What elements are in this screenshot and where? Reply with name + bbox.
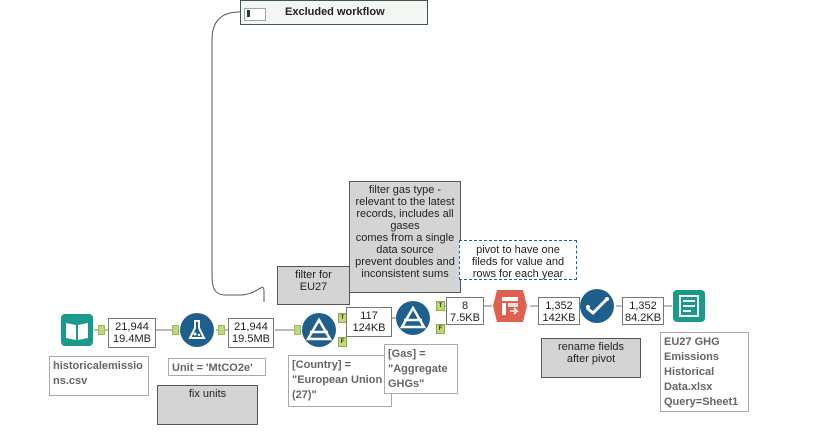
comment-filter-gas[interactable]: filter gas type - relevant to the latest…: [349, 181, 461, 293]
transpose-tool[interactable]: [493, 289, 527, 323]
container-collapse-handle[interactable]: [244, 8, 266, 21]
filter2-false-anchor[interactable]: F: [436, 324, 445, 334]
input-tool-annotation: historicalemissions.csv: [49, 356, 149, 396]
filter2-true-anchor[interactable]: T: [436, 301, 445, 311]
formula-input-anchor[interactable]: [172, 325, 179, 335]
formula-output-anchor[interactable]: [218, 325, 225, 335]
flask-icon: [188, 320, 206, 339]
filter-gas-tool[interactable]: [396, 301, 430, 335]
filter-country-tool[interactable]: [302, 313, 336, 347]
comment-fix-units[interactable]: fix units: [157, 385, 258, 425]
input-output-anchor[interactable]: [98, 325, 105, 335]
select-tool[interactable]: [580, 289, 614, 323]
checkmark-icon: [586, 297, 609, 316]
comment-filter-eu27[interactable]: filter for EU27: [277, 266, 350, 305]
formula-tool[interactable]: [180, 313, 214, 347]
filter-triangle-icon: [399, 305, 427, 329]
book-icon: [61, 314, 93, 346]
filter1-false-anchor[interactable]: F: [338, 337, 347, 347]
container-title: Excluded workflow: [285, 6, 385, 18]
filter-triangle-icon: [305, 317, 333, 341]
comment-rename[interactable]: rename fields after pivot: [541, 338, 641, 378]
filter2-tool-annotation: [Gas] = "Aggregate GHGs": [384, 344, 458, 394]
output-data-tool[interactable]: [672, 289, 706, 323]
comment-pivot[interactable]: pivot to have one fileds for value and r…: [459, 240, 577, 280]
filter1-input-anchor[interactable]: [294, 325, 301, 335]
output-document-icon: [673, 290, 705, 322]
filter1-tool-annotation: [Country] = "European Union (27)": [288, 355, 392, 407]
input-data-tool[interactable]: [60, 313, 94, 347]
transpose-icon: [493, 290, 527, 322]
excluded-workflow-container[interactable]: Excluded workflow: [240, 0, 428, 25]
output-tool-annotation: EU27 GHG Emissions Historical Data.xlsx …: [660, 332, 749, 412]
formula-tool-annotation: Unit = 'MtCO2e': [168, 358, 266, 376]
